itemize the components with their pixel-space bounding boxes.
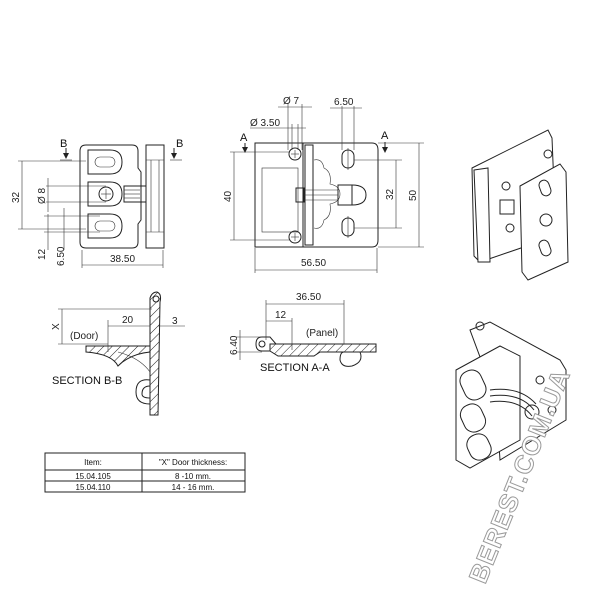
dim-20: 20 — [122, 315, 134, 326]
center-front-view: Ø 7 Ø 3.50 6.50 A A 40 32 50 56.50 — [223, 96, 424, 273]
dim-50: 50 — [408, 189, 419, 201]
dim-3: 3 — [172, 316, 178, 327]
dim-12: 12 — [275, 310, 287, 321]
isometric-view-bottom — [455, 321, 567, 469]
section-mark-a-left: A — [240, 132, 248, 144]
dim-40: 40 — [223, 190, 234, 202]
section-a-a-title: SECTION A-A — [260, 362, 330, 374]
dim-6-40: 6.40 — [229, 335, 240, 355]
section-b-b: X (Door) 20 3 SECTION B-B — [51, 291, 185, 416]
door-thickness-table: Item: "X" Door thickness: 15.04.105 8 -1… — [44, 452, 246, 493]
table-cell: 15.04.110 — [76, 483, 112, 492]
dim-height-32: 32 — [11, 191, 22, 203]
table-header-item: Item: — [84, 458, 102, 467]
table-cell: 14 - 16 mm. — [172, 483, 215, 492]
table-cell: 15.04.105 — [75, 472, 111, 481]
section-mark-b-left: B — [60, 138, 67, 150]
door-label: (Door) — [70, 331, 98, 342]
table-cell: 8 -10 mm. — [175, 472, 211, 481]
panel-label: (Panel) — [306, 328, 338, 339]
dim-width-38-50: 38.50 — [110, 254, 135, 265]
isometric-view-top — [471, 129, 569, 281]
dim-slot-6-50: 6.50 — [334, 97, 354, 108]
section-a-a: 36.50 12 (Panel) 6.40 SECTION A-A — [229, 292, 377, 374]
dim-x: X — [51, 323, 62, 330]
dim-12: 12 — [37, 248, 48, 260]
section-mark-b-right: B — [176, 138, 183, 150]
dim-hole-dia-8: Ø 8 — [37, 187, 48, 204]
section-mark-a-right: A — [381, 130, 389, 142]
left-front-view: B B 32 Ø 8 12 6.50 38.50 — [11, 138, 183, 268]
table-header-thickness: "X" Door thickness: — [159, 458, 227, 467]
dim-hole-dia-7: Ø 7 — [283, 96, 300, 107]
dim-6-50: 6.50 — [56, 246, 67, 266]
dim-32: 32 — [385, 188, 396, 200]
dim-36-50: 36.50 — [296, 292, 321, 303]
dim-width-56-50: 56.50 — [301, 258, 326, 269]
section-b-b-title: SECTION B-B — [52, 375, 122, 387]
dim-hole-dia-3-50: Ø 3.50 — [250, 118, 280, 129]
